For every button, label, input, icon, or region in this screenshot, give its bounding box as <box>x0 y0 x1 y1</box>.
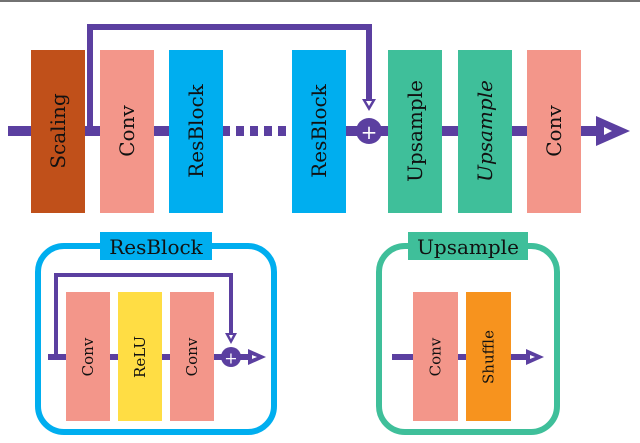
block-resblock-n <box>292 50 346 213</box>
main-output-arrowhead <box>596 116 630 146</box>
resblock-sum-symbol: + <box>224 349 237 368</box>
block-upsample-2-label: Upsample <box>473 80 497 182</box>
resblock-conv-2 <box>170 292 214 421</box>
upsample-conv-label: Conv <box>427 337 445 376</box>
global-skip-connection <box>87 24 372 131</box>
resblock-relu <box>118 292 162 421</box>
block-conv-2-label: Conv <box>542 105 566 157</box>
resblock-title: ResBlock <box>109 235 203 259</box>
block-conv-2 <box>527 50 581 213</box>
block-resblock-1 <box>169 50 223 213</box>
block-scaling-label: Scaling <box>46 93 70 169</box>
sum-node-symbol: + <box>361 120 378 144</box>
upsample-shuffle <box>466 292 511 421</box>
resblock-relu-label: ReLU <box>131 336 149 378</box>
upsample-output-notch <box>530 355 535 359</box>
upsample-shuffle-label: Shuffle <box>480 330 498 384</box>
resblock-title-tag <box>100 232 212 260</box>
upsample-detail: Upsample Conv Shuffle <box>376 232 560 435</box>
resblock-conv-2-label: Conv <box>183 337 201 376</box>
block-scaling <box>31 50 85 213</box>
main-output-arrow-notch <box>604 127 612 135</box>
block-upsample-2 <box>458 50 512 213</box>
resblock-conv-1 <box>66 292 110 421</box>
resblock-skip-notch <box>229 335 233 339</box>
resblock-output-notch <box>252 355 257 359</box>
main-pipeline: Scaling Conv ResBlock ResBlock + Upsampl… <box>8 24 630 213</box>
resblock-conv-1-label: Conv <box>79 337 97 376</box>
sum-node <box>356 118 382 144</box>
upsample-conv <box>413 292 458 421</box>
upsample-title-tag <box>408 232 528 260</box>
block-upsample-1 <box>388 50 442 213</box>
resblock-sum-node <box>221 347 241 367</box>
block-conv-1-label: Conv <box>115 105 139 157</box>
block-conv-1 <box>100 50 154 213</box>
block-upsample-1-label: Upsample <box>403 80 427 182</box>
block-resblock-1-label: ResBlock <box>184 83 208 177</box>
resblock-skip-connection <box>54 273 233 357</box>
skip-arrowhead-notch <box>366 101 372 106</box>
block-resblock-n-label: ResBlock <box>307 83 331 177</box>
resblock-detail: ResBlock Conv ReLU Conv + <box>35 232 277 435</box>
upsample-title: Upsample <box>417 235 519 259</box>
